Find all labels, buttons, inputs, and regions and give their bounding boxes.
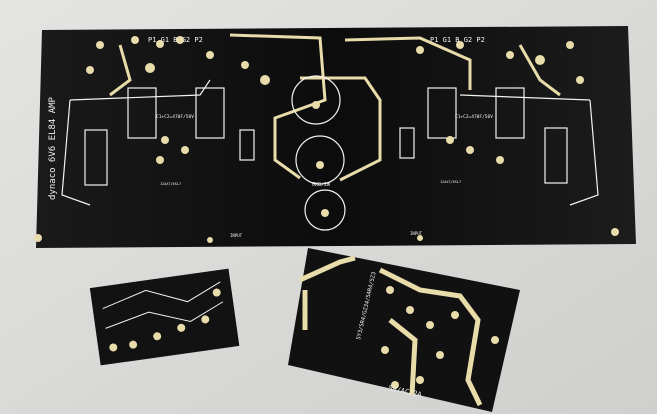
power-supply-board: 5Y3/5R4/GZ34/5AR4/5Z3 5V/AC/2A — [288, 248, 520, 412]
tube-label-right: 12AX7/6SL7 — [440, 180, 461, 184]
small-board — [89, 268, 240, 366]
board-title: dynaco 6V6 EL84 AMP — [48, 96, 58, 200]
main-amplifier-board: dynaco 6V6 EL84 AMP P1 G1 B G2 P2 P1 G1 … — [34, 26, 636, 248]
cap-label-right: C1+C2=470F/50V — [455, 114, 493, 120]
tube-label-left: 12AX7/6SL7 — [160, 182, 181, 186]
pin-labels-left: P1 G1 B G2 P2 — [148, 36, 203, 44]
pin-labels-right: P1 G1 B G2 P2 — [430, 36, 485, 44]
solder-pads — [34, 36, 619, 243]
cap-label-left: C1+C2=470F/50V — [156, 114, 194, 120]
input-label-left: INPUT — [230, 233, 243, 238]
input-label-right: INPUT — [410, 231, 423, 236]
resistor-label: 6K8/2W — [312, 182, 331, 188]
